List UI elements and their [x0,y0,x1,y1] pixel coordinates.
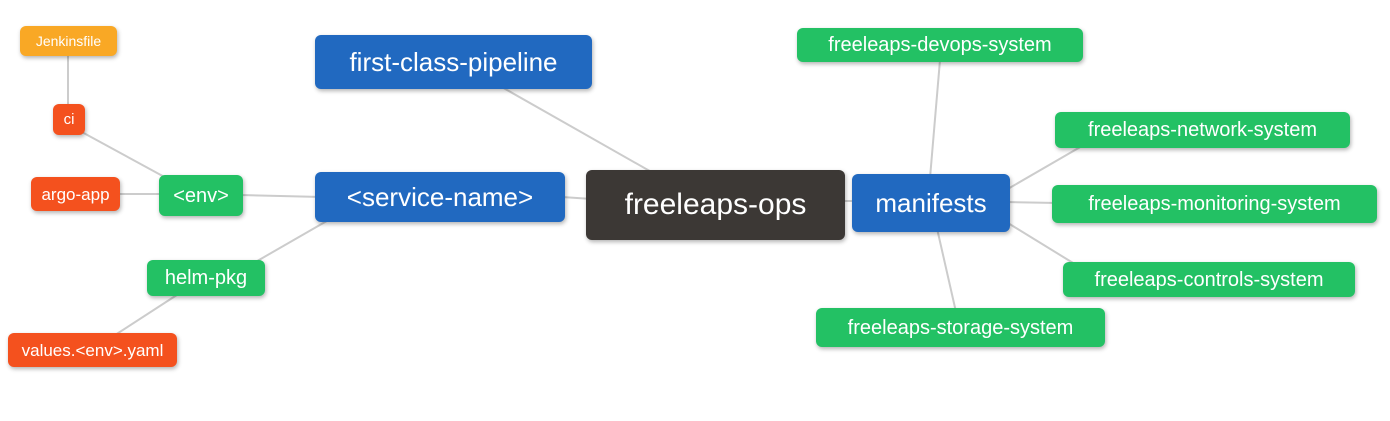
edge-first-class-pipeline-to-freeleaps-ops [499,85,656,175]
node-argo-app[interactable]: argo-app [31,177,120,211]
node-service-name-label: <service-name> [346,182,534,212]
node-helm-pkg-label: helm-pkg [164,267,248,289]
node-manifests[interactable]: manifests [852,174,1010,232]
edge-helm-pkg-to-values-env-yaml [111,290,184,338]
node-freeleaps-storage-system-label: freeleaps-storage-system [847,316,1074,339]
edge-service-name-to-helm-pkg [251,217,333,265]
node-first-class-pipeline[interactable]: first-class-pipeline [315,35,592,89]
edge-freeleaps-devops-system-to-manifests [929,59,941,179]
node-freeleaps-monitoring-system-label: freeleaps-monitoring-system [1088,193,1341,215]
edge-ci-to-env [79,130,171,181]
edge-manifests-to-freeleaps-network-system [1005,145,1083,191]
edge-env-to-service-name [239,194,323,198]
node-argo-app-label: argo-app [41,184,110,204]
node-env[interactable]: <env> [159,175,243,216]
node-freeleaps-devops-system-label: freeleaps-devops-system [828,34,1052,56]
edge-manifests-to-freeleaps-storage-system [935,223,957,313]
node-freeleaps-ops-root[interactable]: freeleaps-ops [586,170,845,240]
node-freeleaps-storage-system[interactable]: freeleaps-storage-system [816,308,1105,347]
node-manifests-label: manifests [875,188,987,218]
node-helm-pkg[interactable]: helm-pkg [147,260,265,296]
node-freeleaps-devops-system[interactable]: freeleaps-devops-system [797,28,1083,62]
node-ci[interactable]: ci [53,104,85,135]
edge-manifests-to-freeleaps-controls-system [1002,219,1079,267]
node-values-env-yaml-label: values.<env>.yaml [21,340,164,360]
node-freeleaps-network-system[interactable]: freeleaps-network-system [1055,112,1350,148]
node-env-label: <env> [173,184,229,207]
node-jenkinsfile[interactable]: Jenkinsfile [20,26,117,56]
node-freeleaps-network-system-label: freeleaps-network-system [1088,119,1317,141]
node-freeleaps-ops-label: freeleaps-ops [624,188,807,221]
node-freeleaps-controls-system-label: freeleaps-controls-system [1094,268,1324,291]
node-freeleaps-controls-system[interactable]: freeleaps-controls-system [1063,262,1355,297]
node-first-class-pipeline-label: first-class-pipeline [349,47,558,77]
node-freeleaps-monitoring-system[interactable]: freeleaps-monitoring-system [1052,185,1377,223]
node-values-env-yaml[interactable]: values.<env>.yaml [8,333,177,367]
node-jenkinsfile-label: Jenkinsfile [35,33,102,49]
edge-manifests-to-freeleaps-monitoring-system [1005,201,1059,204]
node-service-name[interactable]: <service-name> [315,172,565,222]
node-ci-label: ci [63,111,75,128]
